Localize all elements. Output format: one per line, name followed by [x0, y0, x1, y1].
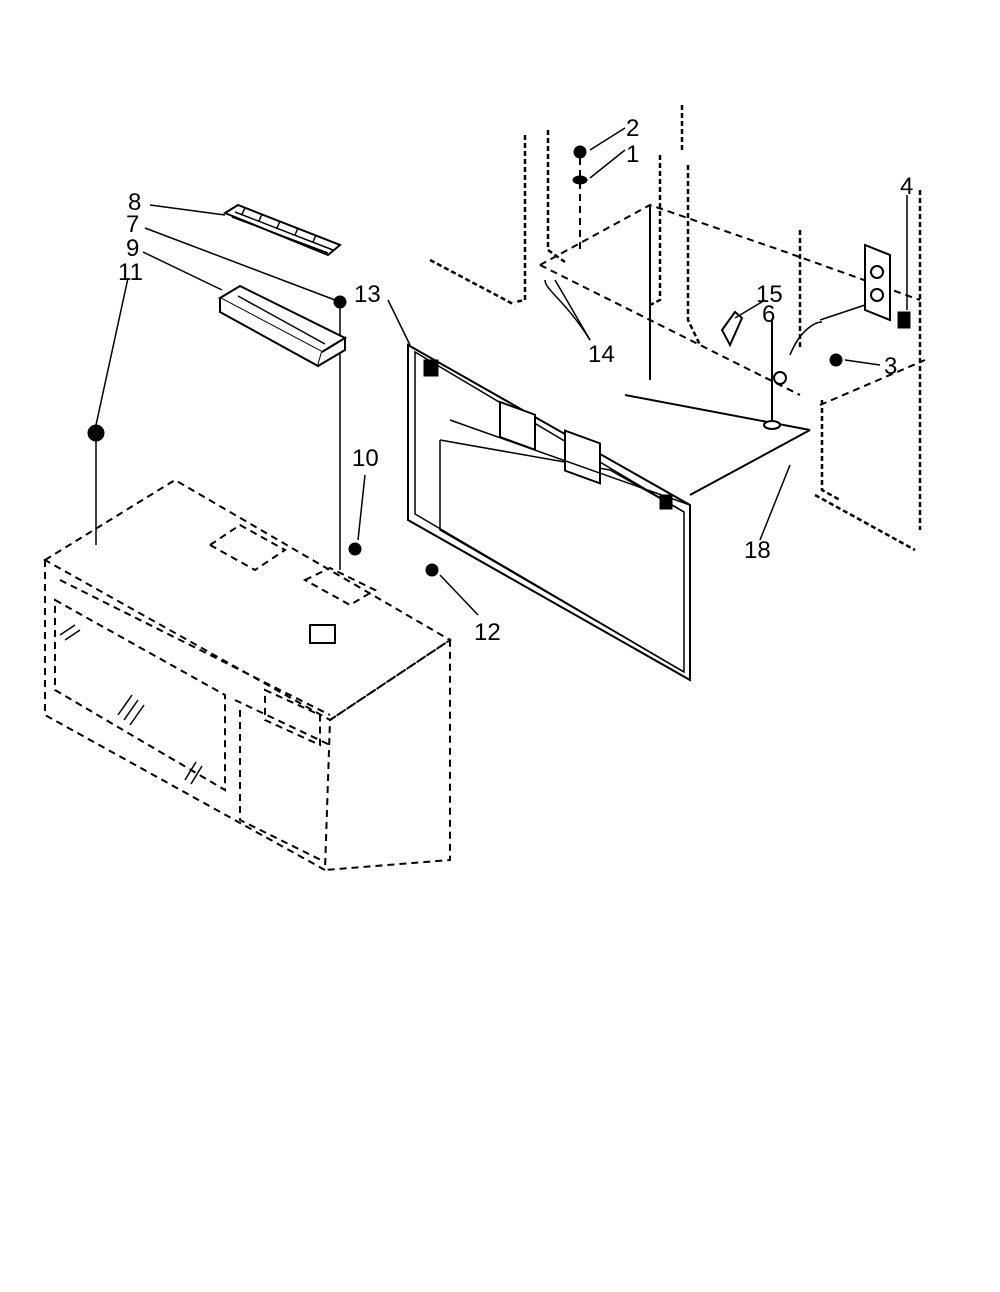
microwave-oven — [43, 478, 452, 872]
callout-12: 12 — [474, 619, 501, 646]
electrical-outlet — [789, 243, 911, 356]
mounting-plate — [624, 205, 811, 496]
callout-7: 7 — [126, 211, 139, 238]
screw-icon — [573, 145, 587, 159]
grille-part — [222, 203, 342, 257]
callout-8: 8 — [128, 189, 141, 216]
callout-11: 11 — [118, 259, 143, 286]
callout-4: 4 — [900, 173, 913, 200]
rear-mounting-panel — [407, 343, 691, 682]
vent-filter-part — [217, 284, 348, 368]
callout-1: 1 — [626, 141, 639, 168]
wall-cabinet-outline — [429, 105, 926, 552]
callout-13: 13 — [354, 281, 381, 308]
callout-18: 18 — [744, 537, 771, 564]
callout-2: 2 — [626, 115, 639, 142]
callout-10: 10 — [352, 445, 379, 472]
part-callouts: 1 2 3 4 6 7 8 9 10 11 12 13 14 15 18 — [118, 115, 913, 646]
leader-lines — [95, 127, 908, 616]
callout-3: 3 — [884, 353, 897, 380]
callout-6: 6 — [762, 301, 775, 328]
callout-14: 14 — [588, 341, 615, 368]
callout-9: 9 — [126, 235, 139, 262]
callout-15: 15 — [756, 281, 783, 308]
